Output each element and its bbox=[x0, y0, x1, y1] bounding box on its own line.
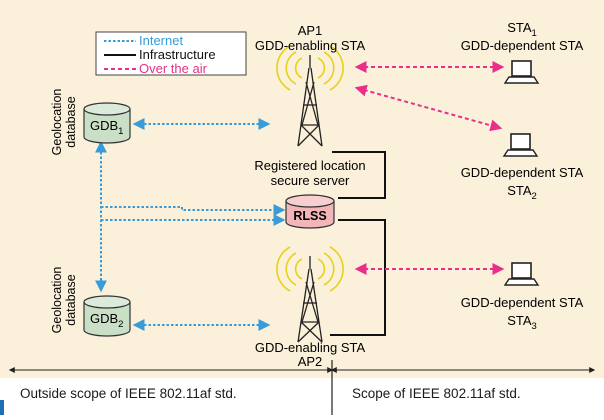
rlss-ap2-link bbox=[330, 219, 386, 336]
gdb2-side-label-line2: database bbox=[64, 274, 78, 325]
sta1-name-base: STA bbox=[507, 20, 532, 35]
gdb1-label-sub: 1 bbox=[118, 126, 123, 137]
gdb2-label-sub: 2 bbox=[118, 319, 123, 330]
gdb2-label-base: GDB bbox=[90, 311, 118, 326]
legend-over-the-air-label: Over the air bbox=[139, 61, 208, 76]
ap1-tower-icon bbox=[276, 45, 344, 147]
legend-infrastructure-label: Infrastructure bbox=[139, 47, 216, 62]
sta2-laptop-icon bbox=[502, 133, 539, 157]
sta1-laptop-icon bbox=[503, 60, 540, 84]
ap1-sta2-link bbox=[354, 84, 503, 132]
sta2-name-base: STA bbox=[507, 183, 532, 198]
gdb2-database-icon: GDB2 bbox=[83, 295, 131, 337]
ap2-tower-icon bbox=[276, 246, 344, 343]
gdb1-side-label: Geolocation database bbox=[50, 89, 78, 156]
sta3-name-sub: 3 bbox=[532, 321, 537, 332]
internet-links bbox=[95, 118, 286, 331]
ap2-role: GDD-enabling STA bbox=[255, 340, 366, 355]
gdb1-side-label-line2: database bbox=[64, 96, 78, 147]
page-edge-marker bbox=[0, 400, 4, 415]
gdb1-label: GDB1 bbox=[90, 118, 123, 137]
ap1-name: AP1 bbox=[298, 23, 323, 38]
sta1-name-sub: 1 bbox=[532, 28, 537, 39]
gdb1-side-label-line1: Geolocation bbox=[50, 89, 64, 156]
gdb1-database-icon: GDB1 bbox=[83, 102, 131, 144]
sta2-name-sub: 2 bbox=[532, 191, 537, 202]
legend-box bbox=[95, 31, 247, 76]
gdb1-rlss-link bbox=[101, 204, 286, 216]
rlss-description-line1: Registered location bbox=[254, 158, 365, 173]
ap1-role: GDD-enabling STA bbox=[255, 38, 366, 53]
sta1-name: STA1 bbox=[507, 20, 537, 39]
gdb2-side-label: Geolocation database bbox=[50, 267, 78, 334]
legend: Internet Infrastructure Over the air bbox=[95, 31, 247, 76]
rlss-server-icon: RLSS bbox=[285, 194, 335, 229]
sta3-name-base: STA bbox=[507, 313, 532, 328]
infrastructure-links bbox=[330, 151, 386, 336]
ap1-rlss-link bbox=[332, 151, 386, 199]
sta3-laptop-icon bbox=[503, 262, 540, 286]
ap2-name: AP2 bbox=[298, 354, 323, 369]
sta2-name: STA2 bbox=[507, 183, 537, 202]
scope-band: Outside scope of IEEE 802.11af std. Scop… bbox=[0, 360, 604, 415]
rlss-description-line2: secure server bbox=[271, 173, 350, 188]
sta2-role: GDD-dependent STA bbox=[461, 165, 584, 180]
legend-internet-label: Internet bbox=[139, 33, 183, 48]
sta3-name: STA3 bbox=[507, 313, 537, 332]
gdb1-label-base: GDB bbox=[90, 118, 118, 133]
outside-scope-label: Outside scope of IEEE 802.11af std. bbox=[20, 386, 237, 401]
rlss-label: RLSS bbox=[293, 209, 326, 223]
sta3-role: GDD-dependent STA bbox=[461, 295, 584, 310]
over-the-air-links bbox=[354, 61, 505, 275]
inside-scope-label: Scope of IEEE 802.11af std. bbox=[352, 386, 521, 401]
gdb2-label: GDB2 bbox=[90, 311, 123, 330]
sta1-role: GDD-dependent STA bbox=[461, 38, 584, 53]
gdb2-side-label-line1: Geolocation bbox=[50, 267, 64, 334]
